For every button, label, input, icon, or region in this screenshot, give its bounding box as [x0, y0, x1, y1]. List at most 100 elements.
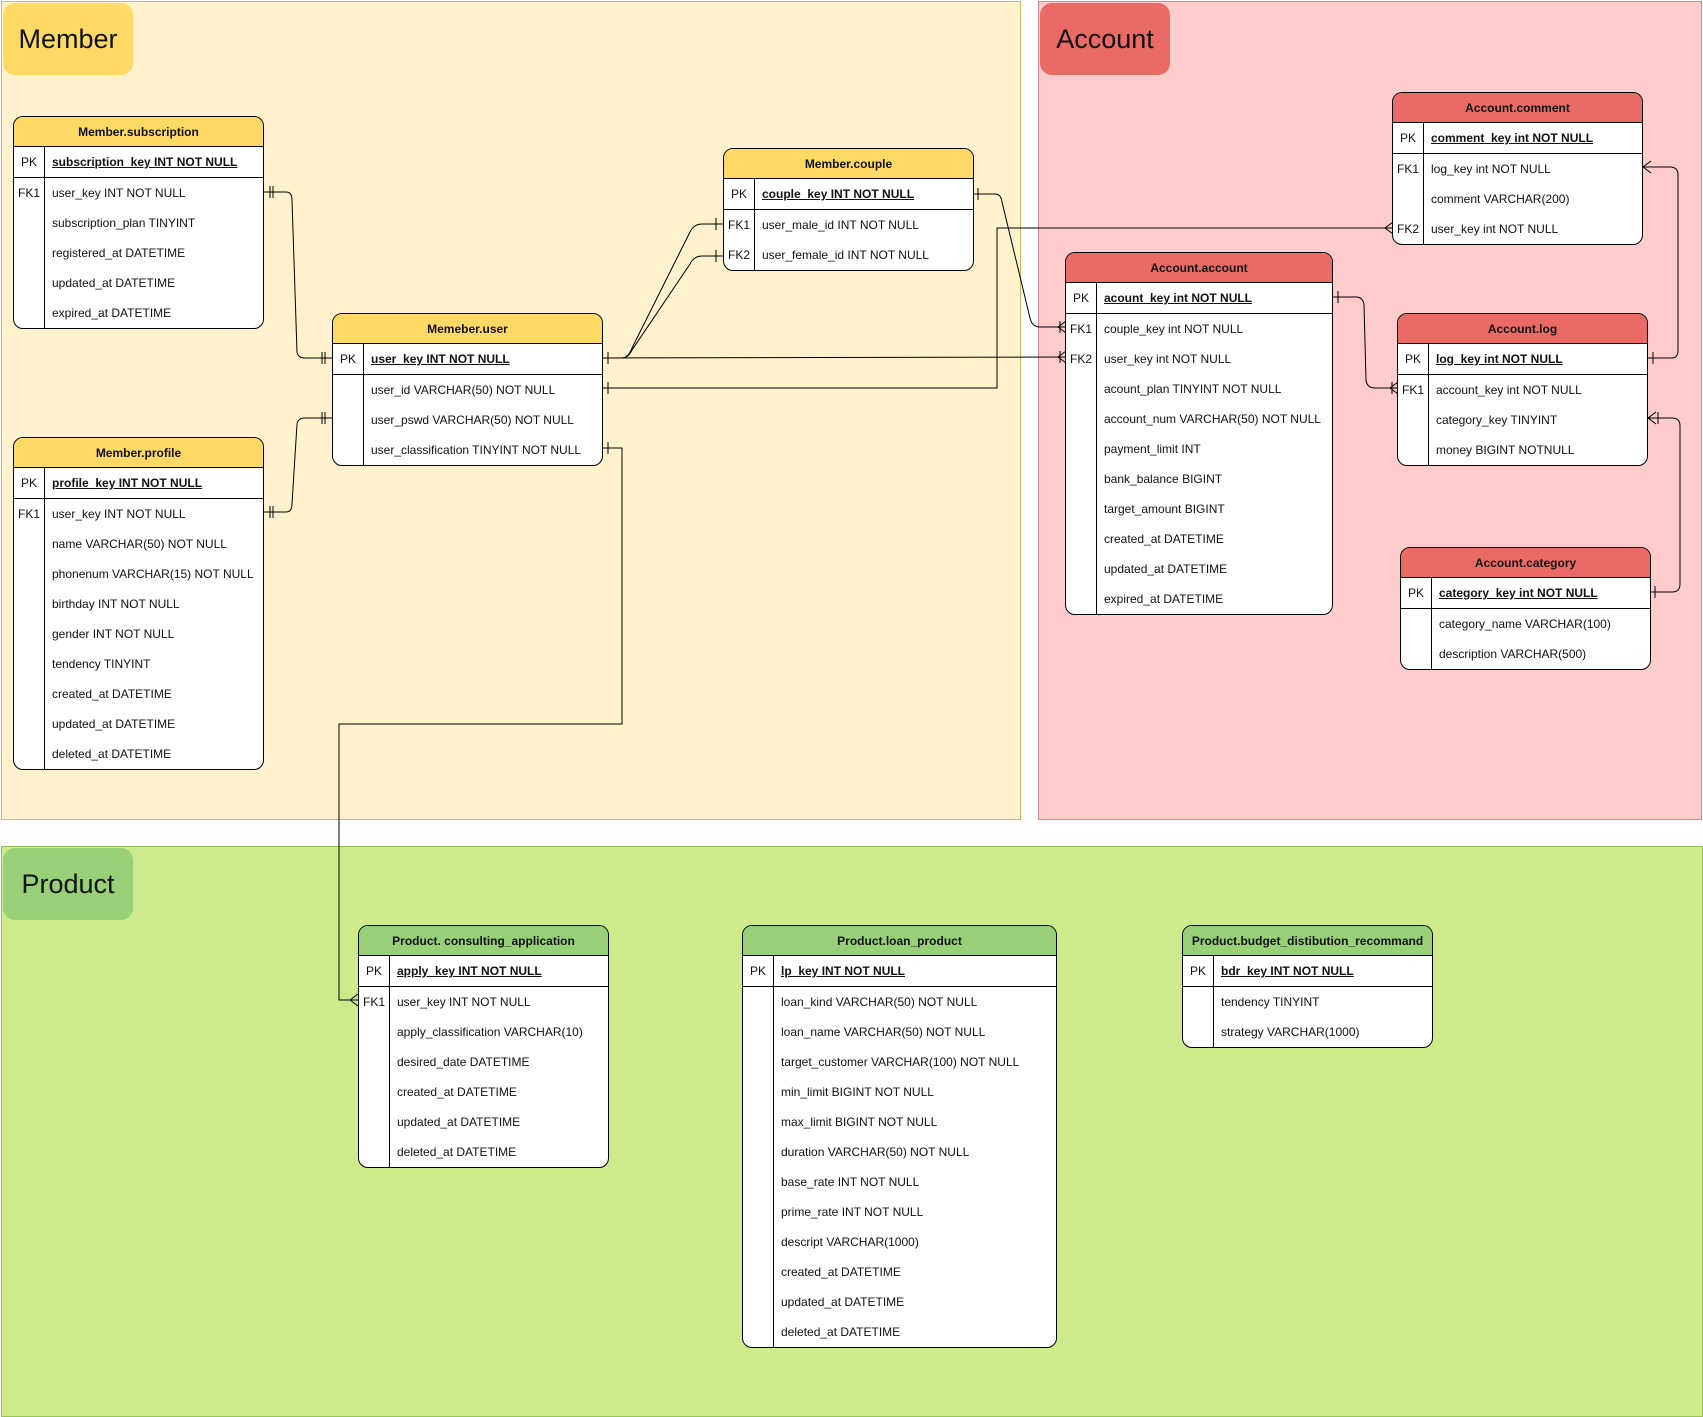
- field-row[interactable]: payment_limit INT: [1066, 434, 1332, 464]
- member-group-label: Member: [3, 3, 133, 75]
- entity-title: Account.comment: [1393, 93, 1642, 123]
- key-label: [1183, 987, 1214, 1017]
- field-row[interactable]: updated_at DATETIME: [359, 1107, 608, 1137]
- field-row[interactable]: user_classification TINYINT NOT NULL: [333, 435, 602, 465]
- field-row[interactable]: category_key TINYINT: [1398, 405, 1647, 435]
- field-row[interactable]: apply_classification VARCHAR(10): [359, 1017, 608, 1047]
- field-row[interactable]: strategy VARCHAR(1000): [1183, 1017, 1432, 1047]
- field-row[interactable]: user_pswd VARCHAR(50) NOT NULL: [333, 405, 602, 435]
- field-row[interactable]: registered_at DATETIME: [14, 238, 263, 268]
- field-row[interactable]: deleted_at DATETIME: [14, 739, 263, 769]
- field-label: user_key int NOT NULL: [1431, 222, 1559, 236]
- field-row[interactable]: deleted_at DATETIME: [743, 1317, 1056, 1347]
- field-row[interactable]: updated_at DATETIME: [1066, 554, 1332, 584]
- key-label: FK1: [724, 210, 755, 240]
- field-row[interactable]: target_amount BIGINT: [1066, 494, 1332, 524]
- field-row[interactable]: category_name VARCHAR(100): [1401, 609, 1650, 639]
- field-row[interactable]: account_num VARCHAR(50) NOT NULL: [1066, 404, 1332, 434]
- field-row[interactable]: created_at DATETIME: [359, 1077, 608, 1107]
- field-row[interactable]: acount_plan TINYINT NOT NULL: [1066, 374, 1332, 404]
- field-row[interactable]: prime_rate INT NOT NULL: [743, 1197, 1056, 1227]
- field-row[interactable]: subscription_plan TINYINT: [14, 208, 263, 238]
- field-row[interactable]: user_id VARCHAR(50) NOT NULL: [333, 375, 602, 405]
- entity-title: Account.log: [1398, 314, 1647, 344]
- field-row[interactable]: comment VARCHAR(200): [1393, 184, 1642, 214]
- key-label: [1401, 639, 1432, 669]
- key-label: FK2: [1393, 214, 1424, 244]
- field-row[interactable]: target_customer VARCHAR(100) NOT NULL: [743, 1047, 1056, 1077]
- field-row[interactable]: gender INT NOT NULL: [14, 619, 263, 649]
- field-row[interactable]: desired_date DATETIME: [359, 1047, 608, 1077]
- field-row[interactable]: created_at DATETIME: [14, 679, 263, 709]
- field-row[interactable]: min_limit BIGINT NOT NULL: [743, 1077, 1056, 1107]
- key-label: [14, 709, 45, 739]
- key-label: [359, 1077, 390, 1107]
- key-label: [1401, 609, 1432, 639]
- field-row[interactable]: bank_balance BIGINT: [1066, 464, 1332, 494]
- field-row[interactable]: created_at DATETIME: [1066, 524, 1332, 554]
- key-label: [1066, 464, 1097, 494]
- field-row[interactable]: updated_at DATETIME: [14, 268, 263, 298]
- field-row[interactable]: duration VARCHAR(50) NOT NULL: [743, 1137, 1056, 1167]
- field-row[interactable]: deleted_at DATETIME: [359, 1137, 608, 1167]
- field-row[interactable]: name VARCHAR(50) NOT NULL: [14, 529, 263, 559]
- key-label: [333, 405, 364, 435]
- entity-title: Memeber.user: [333, 314, 602, 344]
- field-row[interactable]: description VARCHAR(500): [1401, 639, 1650, 669]
- field-row[interactable]: max_limit BIGINT NOT NULL: [743, 1107, 1056, 1137]
- key-label: [14, 679, 45, 709]
- field-row[interactable]: base_rate INT NOT NULL: [743, 1167, 1056, 1197]
- key-label: [1393, 184, 1424, 214]
- field-row[interactable]: expired_at DATETIME: [1066, 584, 1332, 614]
- field-row[interactable]: loan_name VARCHAR(50) NOT NULL: [743, 1017, 1056, 1047]
- field-row[interactable]: created_at DATETIME: [743, 1257, 1056, 1287]
- field-row[interactable]: money BIGINT NOTNULL: [1398, 435, 1647, 465]
- field-row[interactable]: expired_at DATETIME: [14, 298, 263, 328]
- field-row[interactable]: birthday INT NOT NULL: [14, 589, 263, 619]
- field-row[interactable]: tendency TINYINT: [14, 649, 263, 679]
- field-row[interactable]: descript VARCHAR(1000): [743, 1227, 1056, 1257]
- field-label: loan_name VARCHAR(50) NOT NULL: [781, 1025, 986, 1039]
- field-label: expired_at DATETIME: [52, 306, 172, 320]
- field-row[interactable]: phonenum VARCHAR(15) NOT NULL: [14, 559, 263, 589]
- field-row[interactable]: loan_kind VARCHAR(50) NOT NULL: [743, 987, 1056, 1017]
- field-row[interactable]: FK2 user_key int NOT NULL: [1393, 214, 1642, 244]
- product-group-label: Product: [3, 848, 133, 920]
- field-row[interactable]: updated_at DATETIME: [14, 709, 263, 739]
- key-label: [743, 1017, 774, 1047]
- field-row[interactable]: updated_at DATETIME: [743, 1287, 1056, 1317]
- field-row[interactable]: tendency TINYINT: [1183, 987, 1432, 1017]
- key-label: [1066, 494, 1097, 524]
